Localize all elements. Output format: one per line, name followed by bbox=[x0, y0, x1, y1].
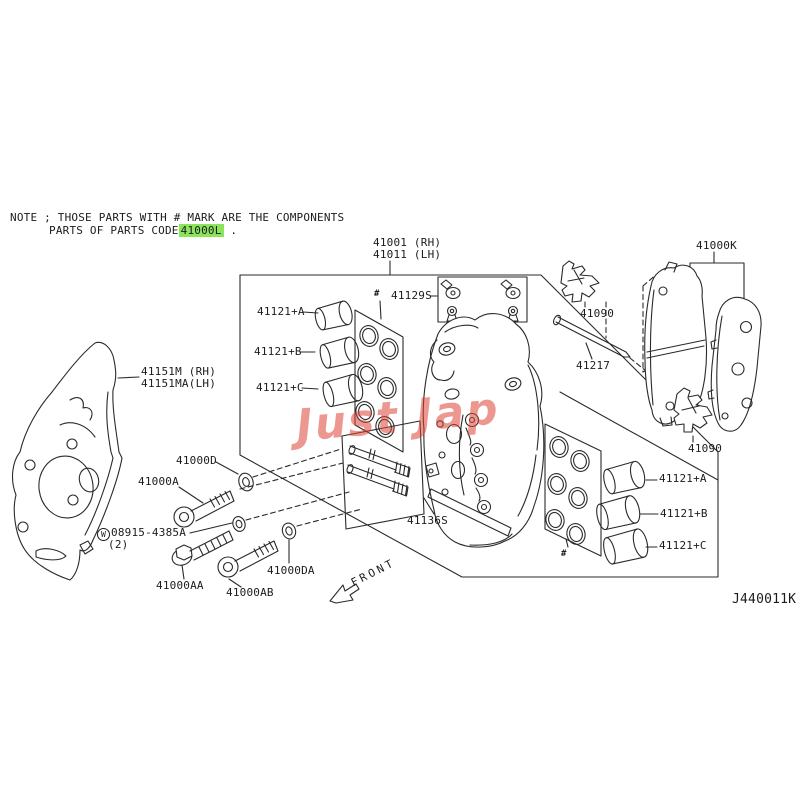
bolt-41000A bbox=[173, 490, 235, 528]
label-caliper-lh: 41011 (LH) bbox=[373, 248, 442, 261]
brake-pad-right bbox=[707, 296, 762, 432]
label-piston-b-left: 41121+B bbox=[254, 345, 302, 358]
label-pad-pin: 41217 bbox=[576, 359, 611, 372]
label-piston-a-right: 41121+A bbox=[659, 472, 707, 485]
washer-41000DA bbox=[281, 522, 297, 540]
pad-clip-top bbox=[560, 260, 600, 303]
highlighted-parts-code: 41000L bbox=[178, 224, 224, 237]
enclosure-box bbox=[239, 274, 719, 578]
label-pad-kit: 41000K bbox=[696, 239, 737, 252]
label-shield-lh: 41151MA(LH) bbox=[141, 377, 217, 390]
label-piston-b-right: 41121+B bbox=[660, 507, 708, 520]
washer-08915 bbox=[232, 516, 246, 532]
seal-panel-right bbox=[544, 423, 602, 557]
pin-kit-panel bbox=[341, 420, 425, 530]
label-washer-w-qty: (2) bbox=[108, 538, 129, 551]
pistons-right bbox=[596, 460, 649, 565]
dust-shield bbox=[11, 341, 123, 581]
bolt-41000AA bbox=[171, 530, 234, 566]
component-mark-right: # bbox=[561, 549, 567, 559]
pad-pin-rod bbox=[552, 314, 631, 358]
label-washer-w-number: 08915-4385A bbox=[111, 526, 187, 539]
label-bolt-aa: 41000AA bbox=[156, 579, 204, 592]
label-bolt-a: 41000A bbox=[138, 475, 179, 488]
label-piston-c-right: 41121+C bbox=[659, 539, 707, 552]
leader-lines bbox=[117, 251, 745, 588]
label-pad-clip-bottom: 41090 bbox=[688, 442, 723, 455]
label-caliper-rh: 41001 (RH) bbox=[373, 236, 442, 249]
component-mark-left: # bbox=[374, 289, 380, 299]
label-piston-c-left: 41121+C bbox=[256, 381, 304, 394]
note-line1: NOTE ; THOSE PARTS WITH # MARK ARE THE C… bbox=[10, 211, 345, 224]
pistons-left bbox=[314, 300, 364, 408]
bolt-41000AB bbox=[217, 540, 279, 578]
note-line2-suffix: . bbox=[223, 224, 238, 237]
label-bolt-ab: 41000AB bbox=[226, 586, 274, 599]
label-piston-a-left: 41121+A bbox=[257, 305, 305, 318]
caliper-drawing bbox=[422, 313, 545, 548]
front-arrow-icon bbox=[329, 583, 360, 604]
label-bleeder-kit: 41129S bbox=[391, 289, 432, 302]
pad-clip-bottom bbox=[673, 387, 713, 433]
circled-w-icon: W bbox=[97, 528, 110, 541]
note-line2-prefix: PARTS OF PARTS CODE bbox=[49, 224, 179, 237]
diagram-code: J440011K bbox=[732, 592, 797, 607]
label-washer-da: 41000DA bbox=[267, 564, 315, 577]
seal-panel-left bbox=[354, 309, 404, 453]
label-shield-rh: 41151M (RH) bbox=[141, 365, 217, 378]
label-pad-clip-top: 41090 bbox=[580, 307, 615, 320]
washer-41000D bbox=[238, 472, 254, 492]
label-washer-d: 41000D bbox=[176, 454, 217, 467]
label-pin-kit: 41136S bbox=[407, 514, 448, 527]
